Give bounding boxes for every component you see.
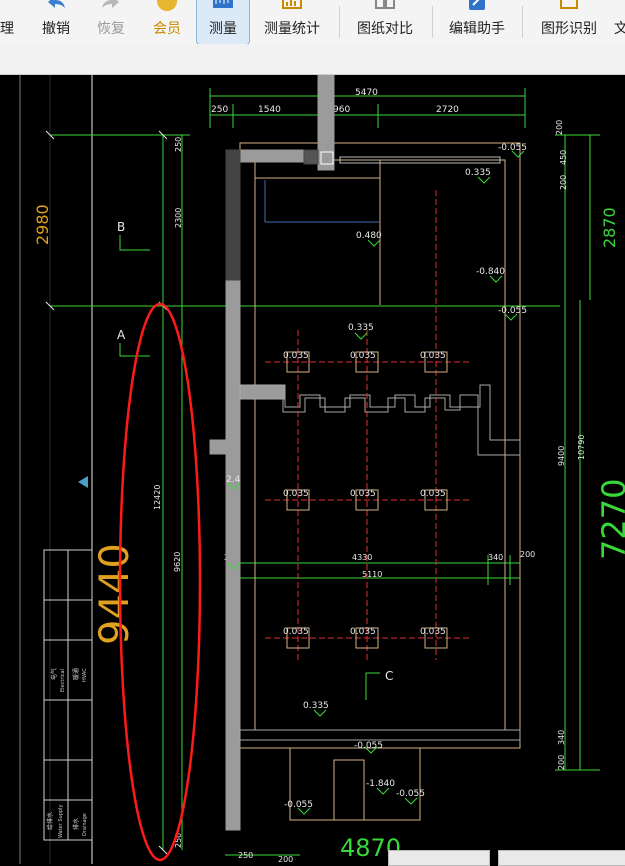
elevation-label: 0.035 [420, 627, 446, 637]
section-label-a: A [117, 328, 126, 342]
shape-recognition-icon [560, 0, 578, 9]
text-label: 文 [614, 20, 625, 36]
dim-text: 9620 [173, 552, 182, 572]
elevation-label: 0.335 [348, 323, 374, 333]
elevation-label: 0.035 [350, 489, 376, 499]
legend-text: 电气 [50, 668, 58, 680]
drawing-canvas[interactable]: 电气 Electrical 暖通 HVAC 给排水 Water Supply 排… [0, 75, 625, 864]
elevation-label: -1.840 [366, 779, 395, 789]
manage-button[interactable]: 理 [0, 0, 14, 44]
dim-text: 200 [559, 175, 568, 190]
shape-recognition-button[interactable]: 图形识别 [532, 0, 606, 44]
legend-table: 电气 Electrical 暖通 HVAC 给排水 Water Supply 排… [43, 549, 93, 841]
dim-text: 2720 [436, 105, 459, 115]
section-label-c: C [385, 669, 393, 683]
elevation-label: -0.055 [354, 741, 383, 751]
dim-text: 2300 [174, 208, 183, 228]
legend-text: 暖通 [72, 668, 80, 680]
text-button[interactable]: 文 [614, 0, 625, 44]
edit-assistant-label: 编辑助手 [449, 20, 505, 36]
dim-text-9440: 9440 [92, 543, 138, 645]
elevation-label: 0.035 [283, 627, 309, 637]
measure-label: 测量 [209, 20, 237, 36]
edit-assistant-icon [469, 0, 485, 10]
undo-label: 撤销 [42, 20, 70, 36]
dim-text-2870: 2870 [600, 207, 619, 248]
elevation-label: 0.480 [356, 231, 382, 241]
dim-text: 9400 [557, 446, 566, 466]
dim-text: 200 [555, 120, 564, 135]
redo-icon [102, 0, 119, 8]
edit-assistant-button[interactable]: 编辑助手 [440, 0, 514, 44]
dim-text: 250 [211, 105, 228, 115]
section-label-b: B [117, 220, 125, 234]
dim-text: 960 [333, 105, 350, 115]
vip-icon [157, 0, 177, 11]
redo-button[interactable]: 恢复 [89, 0, 133, 44]
compare-icon [375, 0, 395, 9]
measure-stats-button[interactable]: 测量统计 [254, 0, 330, 44]
manage-label: 理 [0, 20, 14, 36]
shape-recognition-label: 图形识别 [541, 20, 597, 36]
dim-text-7270: 7270 [595, 479, 625, 560]
elevation-label: -0.055 [396, 789, 425, 799]
legend-text: Electrical [60, 669, 66, 692]
dim-text: 250 [238, 851, 253, 860]
measure-stats-icon [282, 0, 302, 9]
vip-button[interactable]: 会员 [145, 0, 189, 44]
dim-text: 200 [520, 550, 535, 559]
compare-label: 图纸对比 [357, 20, 413, 36]
elevation-label: -0.840 [476, 267, 505, 277]
dim-text: 250 [174, 833, 183, 848]
dim-text: 250 [174, 137, 183, 152]
elevation-label: 0.035 [350, 351, 376, 361]
dim-text: 12420 [153, 485, 162, 510]
dim-text: 340 [557, 730, 566, 745]
dim-text-2980: 2980 [33, 204, 52, 245]
legend-text: 给排水 [46, 812, 54, 830]
red-annotation-ellipse[interactable] [118, 302, 202, 862]
measure-button[interactable]: 测量 [196, 0, 250, 45]
dim-text: 10790 [577, 435, 586, 460]
dim-text: 4330 [352, 553, 372, 562]
dim-text: 450 [559, 150, 568, 165]
undo-button[interactable]: 撤销 [34, 0, 78, 44]
dim-text: 200 [557, 755, 566, 770]
redo-label: 恢复 [97, 20, 125, 36]
vip-label: 会员 [153, 20, 181, 36]
grid-lines [265, 190, 470, 660]
compare-button[interactable]: 图纸对比 [348, 0, 422, 44]
dim-text: 200 [278, 855, 293, 864]
elevation-label: 0.035 [283, 351, 309, 361]
walls [209, 75, 521, 831]
elevation-label: 0.335 [465, 168, 491, 178]
toolbar-separator [522, 6, 523, 38]
axis-marker-icon [78, 476, 88, 488]
dim-text: 340 [488, 553, 503, 562]
toolbar: 理 撤销 恢复 会员 测量 测量统计 [0, 0, 625, 45]
toolbar-separator [432, 6, 433, 38]
toolbar-separator [339, 6, 340, 38]
legend-text: 排水 [72, 818, 80, 830]
elevation-label: -0.055 [284, 800, 313, 810]
undo-icon [48, 0, 65, 8]
measure-stats-label: 测量统计 [264, 20, 320, 36]
elevation-label: 0.035 [420, 489, 446, 499]
elevation-label: 0.035 [420, 351, 446, 361]
dim-text: 5110 [362, 570, 382, 579]
elevation-label: 0.335 [303, 701, 329, 711]
legend-text: Drainage [82, 813, 88, 836]
elevation-label: 0.035 [350, 627, 376, 637]
elevation-label: 0.035 [283, 489, 309, 499]
ribbon-strip [0, 44, 625, 75]
elevation-label: -0.055 [498, 306, 527, 316]
dim-text: 1540 [258, 105, 281, 115]
measure-icon [213, 0, 233, 8]
elevation-label: -0.055 [498, 143, 527, 153]
legend-text: HVAC [82, 668, 88, 682]
building-outline [239, 142, 521, 821]
elevation-label: 2.4 [226, 475, 241, 485]
legend-text: Water Supply [58, 805, 64, 838]
dim-text: 5470 [355, 88, 378, 98]
